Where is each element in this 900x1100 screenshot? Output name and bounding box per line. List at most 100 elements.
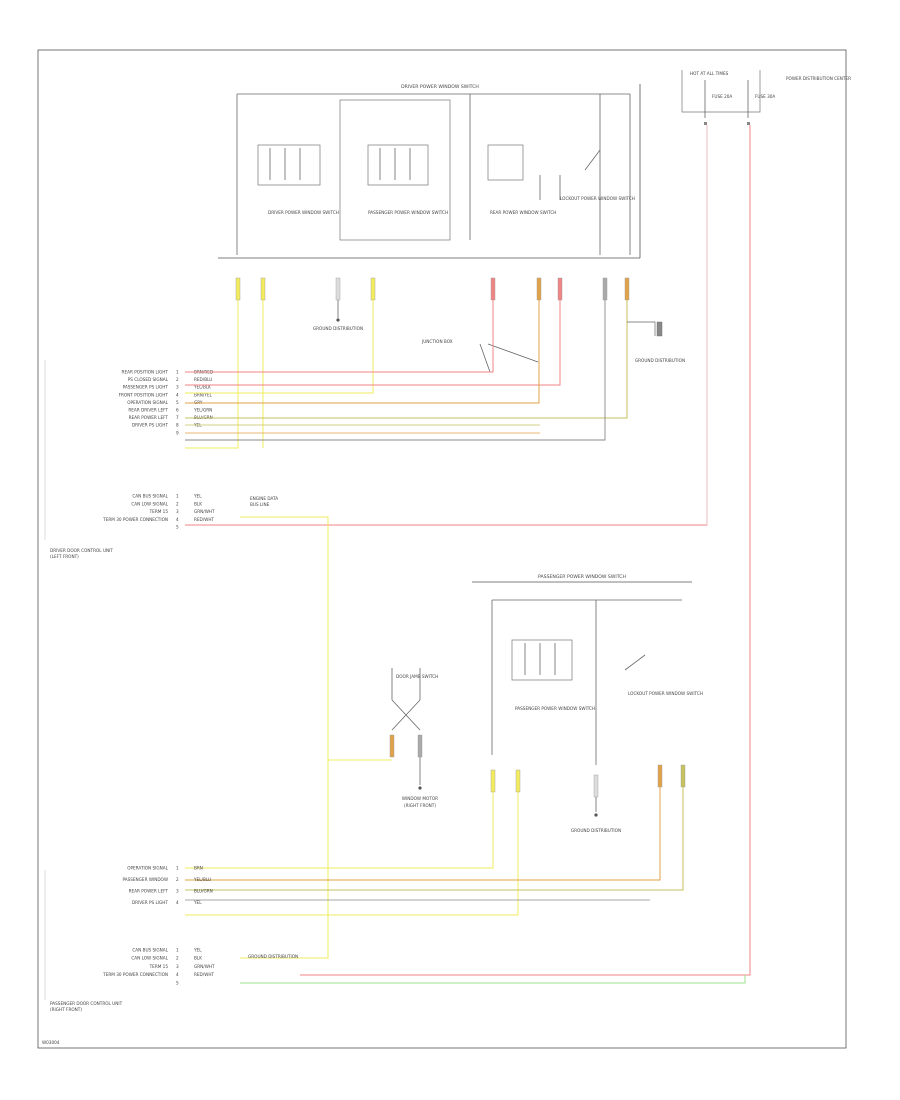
pin-label: CAN BUS SIGNAL — [132, 948, 168, 953]
driver-switch-module: DRIVER POWER WINDOW SWITCH DRIVER POWER … — [218, 84, 641, 259]
pin-wire-color: BRN — [194, 866, 203, 871]
pin-number: 8 — [176, 423, 179, 428]
pin-number: 2 — [176, 377, 179, 382]
pin-number: 5 — [176, 400, 179, 405]
ground-3-label: GROUND DISTRIBUTION — [571, 828, 621, 833]
pin-label: REAR POWER LEFT — [129, 889, 169, 894]
fuse-2-label: FUSE 30A — [755, 94, 775, 99]
junction-label: JUNCTION BOX — [421, 339, 453, 344]
pin-label: CAN LOW SIGNAL — [131, 956, 168, 961]
ground-4-label: GROUND DISTRIBUTION — [248, 954, 298, 959]
pin-label: TERM 15 — [149, 509, 169, 514]
pin-label: DRIVER PS LIGHT — [132, 423, 169, 428]
pin-number: 3 — [176, 509, 179, 514]
pin-number: 7 — [176, 415, 179, 420]
pin-number: 2 — [176, 956, 179, 961]
pin-row: PASSENGER WINDOW 2 YEL/BLU — [122, 877, 211, 882]
window-motor-label: WINDOW MOTOR — [402, 796, 438, 801]
ground-1: GROUND DISTRIBUTION — [313, 300, 363, 331]
pin-label: OPERATION SIGNAL — [127, 400, 168, 405]
connector-note-1: ENGINE DATA — [250, 496, 278, 501]
door-jamb-switch: DOOR JAMB SWITCH WINDOW MOTOR (RIGHT FRO… — [389, 668, 438, 808]
pin-wire-color: GRN/WHT — [194, 964, 215, 969]
pin-label: OPERATION SIGNAL — [127, 866, 168, 871]
pin-row: OPERATION SIGNAL 5 GRY — [127, 400, 203, 405]
pin-wire-color: YEL — [193, 948, 202, 953]
ground-1-label: GROUND DISTRIBUTION — [313, 326, 363, 331]
pin-number: 4 — [176, 517, 179, 522]
pin-number: 2 — [176, 877, 179, 882]
fuse-box-label: HOT AT ALL TIMES — [690, 71, 729, 76]
pin-label: CAN BUS SIGNAL — [132, 494, 168, 499]
pin-number: 2 — [176, 501, 179, 506]
pin-row: REAR POWER LEFT 3 BLU/GRN — [129, 889, 213, 894]
pin-label: PASSENGER WINDOW — [122, 877, 168, 882]
diagram-frame — [37, 49, 847, 1049]
fuse-box: HOT AT ALL TIMES FUSE 20A FUSE 30A POWER… — [681, 70, 851, 125]
pin-label: FRONT POSITION LIGHT — [119, 392, 169, 397]
pin-wire-color: RED/WHT — [194, 517, 214, 522]
passenger-unit-title: PASSENGER DOOR CONTROL UNIT — [50, 1001, 123, 1006]
driver-unit-subtitle: (LEFT FRONT) — [50, 554, 79, 559]
pin-wire-color: BRN/YEL — [194, 392, 213, 397]
ground-2-label: GROUND DISTRIBUTION — [635, 358, 685, 363]
passenger-window-switch-b-label: PASSENGER POWER WINDOW SWITCH — [515, 706, 595, 711]
passenger-unit-subtitle: (RIGHT FRONT) — [50, 1007, 82, 1012]
driver-unit-title: DRIVER DOOR CONTROL UNIT — [50, 548, 113, 553]
pin-wire-color: YEL — [193, 900, 202, 905]
lockout-switch-label: LOCKOUT POWER WINDOW SWITCH — [560, 196, 635, 201]
pin-number: 3 — [176, 889, 179, 894]
passenger-wires — [185, 787, 684, 916]
driver-module-header: DRIVER POWER WINDOW SWITCH — [401, 84, 479, 90]
pin-row: CAN LOW SIGNAL 2 BLK — [131, 501, 202, 506]
pin-wire-color: BLU/GRN — [194, 889, 213, 894]
pin-number: 5 — [176, 525, 179, 530]
pin-wire-color: YEL/BLU — [193, 877, 211, 882]
driver-window-switch-contacts — [257, 144, 321, 186]
pin-label: PS CLOSED SIGNAL — [128, 377, 169, 382]
pin-label: REAR POSITION LIGHT — [122, 370, 169, 375]
pin-wire-color: YEL/GRN — [193, 408, 212, 413]
pin-label: DRIVER PS LIGHT — [132, 900, 169, 905]
pin-number: 4 — [176, 972, 179, 977]
rear-window-switch-label: REAR POWER WINDOW SWITCH — [490, 210, 556, 215]
pin-number: 3 — [176, 964, 179, 969]
pin-wire-color: RED/WHT — [194, 972, 214, 977]
pin-wire-color: GRY — [194, 400, 203, 405]
pin-label: PASSENGER PS LIGHT — [123, 385, 169, 390]
pin-row: 9 — [176, 430, 179, 435]
passenger-window-switch-block — [339, 99, 451, 241]
footer-code: W03004 — [42, 1040, 60, 1045]
fuse-box-note: POWER DISTRIBUTION CENTER — [786, 76, 851, 81]
pin-number: 9 — [176, 430, 179, 435]
pin-number: 5 — [176, 980, 179, 985]
pin-number: 6 — [176, 408, 179, 413]
pin-row: 5 — [176, 525, 179, 530]
pin-number: 1 — [176, 494, 179, 499]
pin-row: TERM 15 3 GRN/WHT — [149, 964, 215, 969]
door-sensor-label: DOOR JAMB SWITCH — [396, 674, 438, 679]
passenger-window-switch-a-label: PASSENGER POWER WINDOW SWITCH — [368, 210, 448, 215]
passenger-switch-module: PASSENGER POWER WINDOW SWITCH PASSENGER … — [472, 574, 703, 833]
pin-label: CAN LOW SIGNAL — [131, 501, 168, 506]
pin-label: REAR POWER LEFT — [129, 415, 169, 420]
pin-wire-color: BLK — [194, 501, 202, 506]
passenger-module-header: PASSENGER POWER WINDOW SWITCH — [538, 574, 626, 580]
pin-number: 1 — [176, 370, 179, 375]
pin-label: TERM 15 — [149, 964, 169, 969]
fuse-1-label: FUSE 20A — [712, 94, 732, 99]
junction-note: JUNCTION BOX — [421, 339, 539, 373]
pin-wire-color: YEL/BLK — [193, 385, 211, 390]
